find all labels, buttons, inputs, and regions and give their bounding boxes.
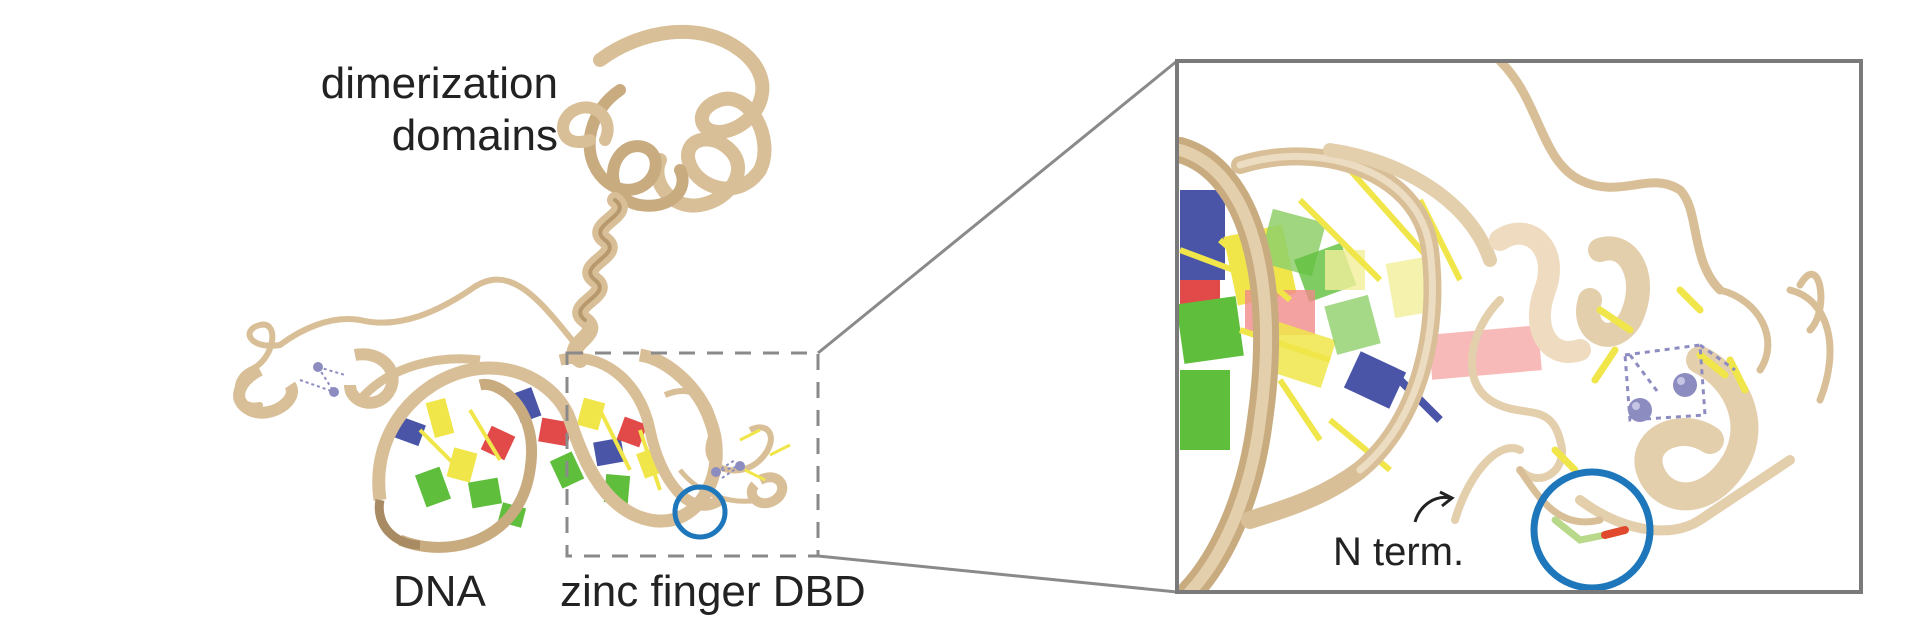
zoom-inset [1177, 61, 1861, 592]
dimerization-label-line2: domains [391, 111, 558, 160]
zoom-connector-lines [817, 59, 1178, 594]
zoom-inset-frame [1175, 59, 1863, 594]
dna-label: DNA [393, 567, 486, 616]
dimerization-domains-label: dimerization domains [298, 58, 558, 162]
zoom-region-box [565, 351, 820, 558]
dimerization-label-line1: dimerization [320, 59, 558, 108]
zinc-ion [1628, 398, 1652, 422]
inset-dna-backbone [1177, 137, 1497, 592]
zinc-finger-dbd [663, 388, 791, 509]
inset-protein-chain [1451, 61, 1834, 536]
dimerization-domain-helices [557, 24, 772, 368]
overview-structure [233, 24, 791, 553]
inset-highlight-circle [1530, 468, 1654, 592]
n-terminal-residue [1551, 516, 1629, 544]
dna-double-helix [356, 348, 724, 553]
n-term-arrow-icon [1413, 495, 1451, 523]
overview-highlight-circle [672, 484, 728, 540]
n-term-label: N term. [1333, 530, 1465, 574]
inset-zinc-cluster [1623, 343, 1736, 422]
inset-side-chains [1551, 286, 1749, 474]
zinc-finger-dbd-label: zinc finger DBD [560, 567, 866, 616]
zinc-ion [1673, 373, 1697, 397]
left-zinc-finger [233, 348, 399, 419]
